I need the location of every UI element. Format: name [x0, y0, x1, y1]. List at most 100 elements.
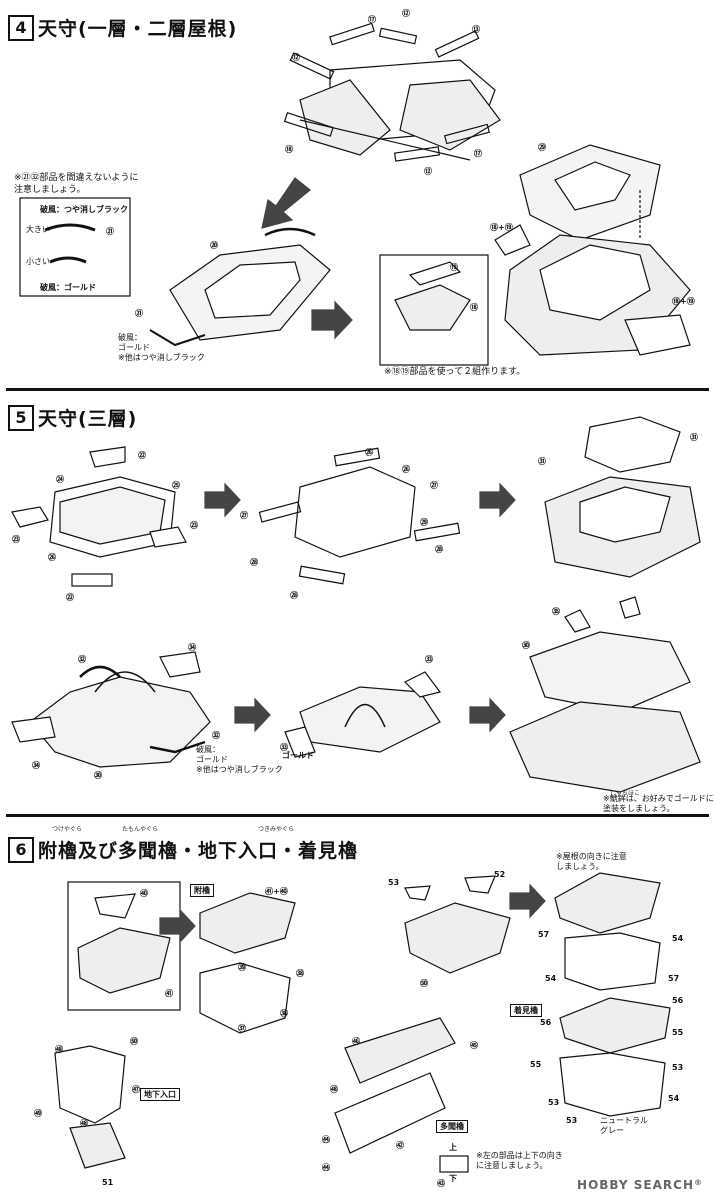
arrow-right-7 — [509, 883, 546, 919]
arrow-right-6 — [159, 908, 196, 944]
part-33-left — [284, 726, 316, 758]
stacked-roofs-3 — [509, 701, 701, 793]
step-6-label: ㊼ — [132, 1085, 140, 1094]
warning-text: ※㉑㉜部品を間違えないように 注意しましょう。 — [14, 173, 139, 195]
step-6-label: 55 — [672, 1028, 684, 1037]
part-34-left — [11, 716, 56, 743]
part-18 — [283, 112, 334, 137]
part-12-left — [289, 52, 335, 80]
step-4-label: ⑱ — [285, 145, 293, 154]
legend-big: 大きい — [26, 225, 50, 234]
step-5-label: ㉛ — [690, 433, 698, 442]
step-4-label: ⑫ — [424, 167, 432, 176]
arrow-right-5 — [469, 697, 506, 733]
step-6-roof-note: ※屋根の向きに注意 しましょう。 — [556, 852, 627, 871]
legend-gold: 破風：ゴールド — [40, 283, 96, 292]
step-5-label: ㉖ — [365, 448, 373, 457]
walls-with-rails — [294, 466, 416, 558]
neutral-gray-note: ニュートラル グレー — [600, 1116, 648, 1135]
part-22-bottom — [71, 573, 113, 587]
step-5-gold-note: ゴールド — [282, 751, 314, 760]
tsukimi-lower-walls — [559, 1052, 666, 1117]
tsukimi-upper-roof — [554, 872, 661, 934]
step-6-label: ㊲ — [238, 1024, 246, 1033]
part-33-right — [403, 671, 442, 698]
part-30-roof — [29, 676, 211, 768]
step-4-label: ⑰ — [368, 15, 376, 24]
part-35-right — [619, 596, 641, 619]
updown-up: 上 — [449, 1143, 457, 1152]
step-6-label: 56 — [540, 1018, 552, 1027]
part-23-corner-right — [149, 526, 187, 548]
watermark-reg: ® — [694, 1178, 703, 1187]
step-5-label: ㉓ — [190, 521, 198, 530]
step-6-label: 52 — [494, 870, 506, 879]
step-6-title: 附櫓及び多聞櫓・地下入口・着見櫓 — [38, 840, 359, 862]
step-4-header: 4 天守(一層・二層屋根) — [8, 14, 237, 41]
part-28-bottom — [298, 565, 346, 585]
upper-roof-right — [399, 79, 501, 151]
step-5-label: ㉖ — [402, 465, 410, 474]
step-5-shachi-note: ※鯱鉾は、お好みでゴールドに 塗装をしましょう。 — [603, 794, 714, 813]
step-6-label: ㊾ — [34, 1109, 42, 1118]
ruby-tamon: たもんやぐら — [122, 826, 159, 833]
step-5-label: ㉝ — [280, 743, 288, 752]
legend-small: 小さい — [26, 257, 50, 266]
step-5-label: ㉝ — [425, 655, 433, 664]
step-6-label: ㊿ — [130, 1037, 138, 1046]
part-52-top — [464, 875, 496, 894]
arrow-down-left — [261, 177, 311, 229]
step-4-label: ⑱+⑲ — [672, 297, 695, 306]
legend-box — [19, 197, 131, 297]
step-5-label: ㉘ — [250, 558, 258, 567]
step-6-label: 56 — [672, 996, 684, 1005]
arrow-right-3 — [479, 482, 516, 518]
step-6-label: 53 — [672, 1063, 684, 1072]
part-27-left — [258, 501, 302, 523]
part-22-corner — [89, 446, 126, 468]
part-32-bottom — [149, 740, 206, 754]
fuke-roof — [199, 892, 296, 954]
step-5-number: 5 — [8, 404, 34, 431]
tsukimi-lower-roof — [559, 997, 671, 1054]
step-4-label: ㉑ — [135, 309, 143, 318]
tamon-roof — [344, 1017, 456, 1084]
step-4-label: ⑫ — [402, 9, 410, 18]
arrow-right-1 — [311, 300, 353, 340]
step-6-label: 54 — [672, 934, 684, 943]
part-13 — [434, 30, 480, 58]
step-4-number: 4 — [8, 14, 34, 41]
step-6-label: 57 — [538, 930, 550, 939]
step-6-label: ㊹ — [322, 1135, 330, 1144]
part-35-left — [564, 609, 591, 633]
step-5-label: ㉗ — [430, 481, 438, 490]
updown-note: ※左の部品は上下の向き に注意しましょう。 — [476, 1151, 563, 1170]
step-4-warning-note: ※㉑㉜部品を間違えないように 注意しましょう。 — [14, 172, 138, 196]
updown-part — [439, 1155, 469, 1173]
part-12-top — [378, 27, 418, 45]
step-6-diagram — [54, 872, 671, 1173]
step-4-label: ㉙ — [538, 143, 546, 152]
step-4-paint-note: 破風： ゴールド ※他はつや消しブラック — [118, 333, 205, 362]
part-28-right — [413, 522, 461, 542]
part-40 — [94, 893, 136, 919]
step-5-label: ㉒ — [138, 451, 146, 460]
step-5-paint-note: 破風： ゴールド ※他はつや消しブラック — [196, 745, 283, 774]
step-6-label: ㊺ — [470, 1041, 478, 1050]
step-5-label: ㉞ — [32, 761, 40, 770]
part-21-top — [264, 227, 316, 237]
upper-box-3 — [584, 416, 681, 473]
part-26-top — [333, 447, 381, 467]
part-34-top — [159, 651, 201, 678]
step-5-label: ㉛ — [538, 457, 546, 466]
tag-tsukimi: 着見櫓 — [510, 1004, 542, 1017]
step-4-label: ⑰ — [474, 149, 482, 158]
step-6-section: つけやぐら たもんやぐら つきみやぐら 6 附櫓及び多聞櫓・地下入口・着見櫓 — [0, 818, 715, 1200]
step-6-label: ㊽ — [330, 1085, 338, 1094]
step-5-diagram — [11, 416, 701, 793]
center-roof — [404, 902, 511, 974]
step-5-label: ㉘ — [435, 545, 443, 554]
step-6-label: ㊶+㊵ — [265, 887, 288, 896]
step-6-label: ㊽ — [55, 1045, 63, 1054]
part-53-top — [404, 885, 431, 901]
